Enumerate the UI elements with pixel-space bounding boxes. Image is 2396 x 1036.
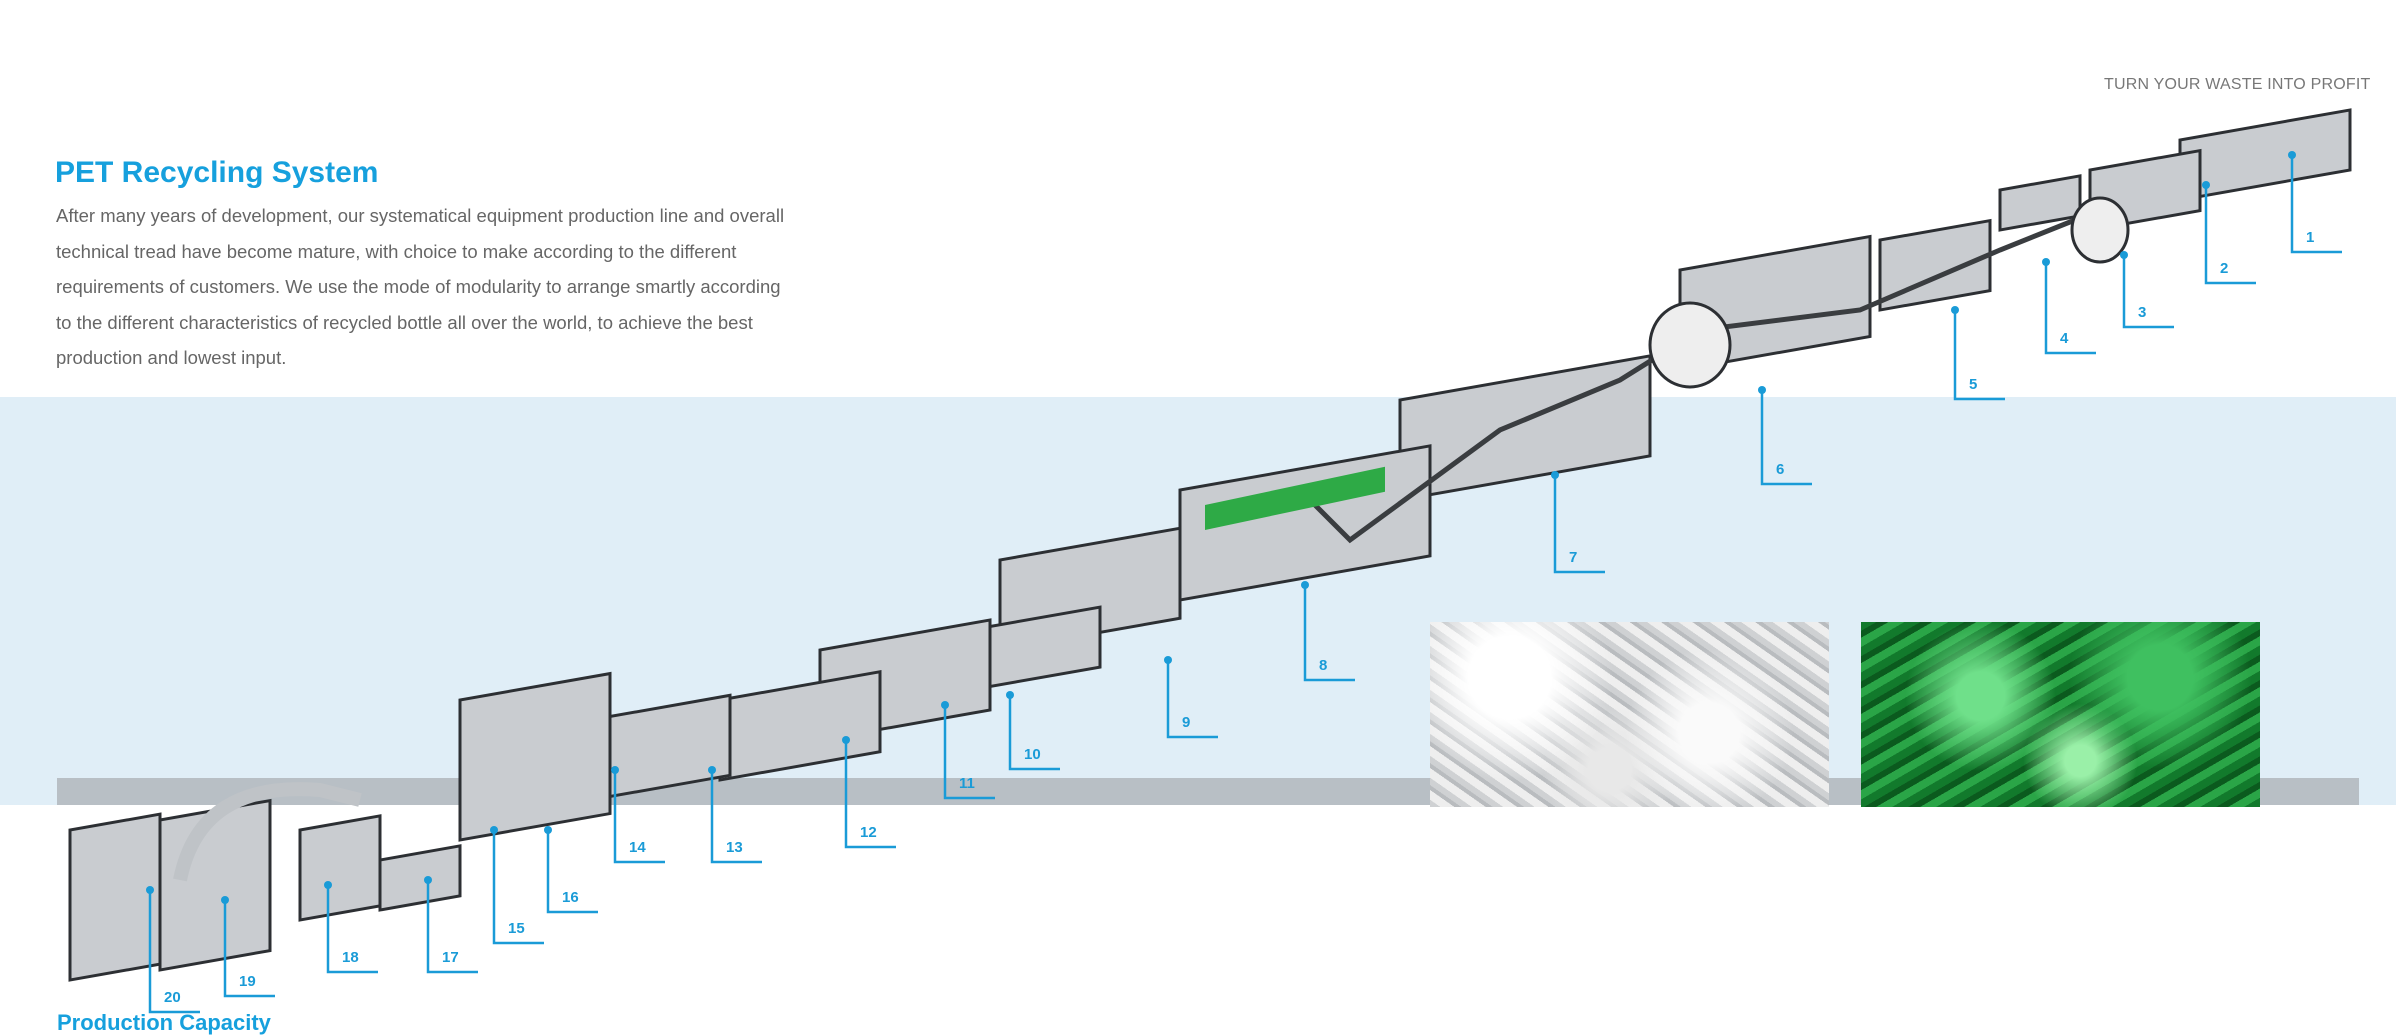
page-title: PET Recycling System — [55, 156, 379, 189]
callout-line — [2044, 262, 2096, 355]
equipment-label-16: 16 — [562, 889, 579, 906]
callout-line — [2204, 185, 2256, 285]
callout-line — [148, 890, 200, 1014]
equipment-label-11: 11 — [959, 775, 975, 792]
equipment-label-4: 4 — [2060, 330, 2069, 347]
callout-line — [844, 740, 896, 849]
equipment-label-10: 10 — [1024, 746, 1041, 763]
production-capacity-heading: Production Capacity — [57, 1010, 271, 1035]
callout-line — [943, 705, 995, 800]
callout-line — [1953, 310, 2005, 401]
equipment-label-2: 2 — [2220, 260, 2229, 277]
callout-line — [710, 770, 762, 864]
equipment-label-12: 12 — [860, 824, 877, 841]
callout-line — [492, 830, 544, 945]
callout-line — [1553, 475, 1605, 574]
callout-line — [223, 900, 275, 998]
equipment-label-3: 3 — [2138, 304, 2147, 321]
trommel-drum — [1648, 301, 1732, 389]
description: After many years of development, our sys… — [56, 205, 785, 368]
equipment-label-8: 8 — [1319, 657, 1328, 674]
pipe — [173, 782, 362, 882]
green-pet-flakes-photo — [1861, 622, 2260, 807]
tagline: TURN YOUR WASTE INTO PROFIT — [2104, 76, 2371, 93]
machine-unit — [718, 670, 882, 782]
equipment-label-13: 13 — [726, 839, 743, 856]
machine-unit — [68, 812, 162, 982]
white-pet-flakes-photo — [1430, 622, 1829, 807]
callout-line — [2290, 155, 2342, 254]
callout-line — [426, 880, 478, 974]
equipment-label-15: 15 — [508, 920, 525, 937]
callout-line — [2122, 255, 2174, 329]
machine-unit — [378, 844, 462, 912]
callout-line — [1166, 660, 1218, 739]
equipment-label-7: 7 — [1569, 549, 1578, 566]
equipment-label-19: 19 — [239, 973, 256, 990]
callout-line — [326, 885, 378, 974]
callout-line — [1303, 585, 1355, 682]
machine-unit — [298, 814, 382, 922]
equipment-label-14: 14 — [629, 839, 646, 856]
machine-unit — [1998, 174, 2082, 232]
equipment-label-9: 9 — [1182, 714, 1191, 731]
equipment-label-1: 1 — [2306, 229, 2315, 246]
equipment-label-18: 18 — [342, 949, 359, 966]
machine-unit — [458, 671, 612, 842]
equipment-label-5: 5 — [1969, 376, 1978, 393]
trommel-drum — [2070, 196, 2130, 264]
equipment-label-6: 6 — [1776, 461, 1785, 478]
callout-line — [546, 830, 598, 914]
sorting-belt — [1205, 466, 1385, 530]
callout-line — [613, 770, 665, 864]
equipment-label-20: 20 — [164, 989, 181, 1006]
machine-unit — [158, 798, 272, 972]
callout-line — [1760, 390, 1812, 486]
equipment-label-17: 17 — [442, 949, 459, 966]
callout-line — [1008, 695, 1060, 771]
